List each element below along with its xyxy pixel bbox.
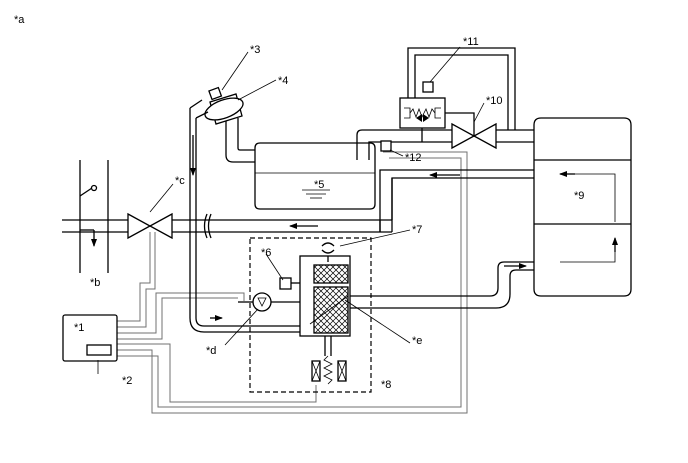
valve-10 xyxy=(451,116,497,150)
label-3: *3 xyxy=(250,44,260,56)
upper-return-pipe xyxy=(379,169,534,232)
label-1: *1 xyxy=(74,322,84,334)
label-8: *8 xyxy=(381,379,391,391)
top-pipe xyxy=(356,129,534,160)
label-11: *11 xyxy=(463,36,479,48)
return-pipe xyxy=(62,213,392,239)
label-12: *12 xyxy=(405,152,422,164)
label-4: *4 xyxy=(278,75,288,87)
label-d: *d xyxy=(206,345,216,357)
reservoir-tank xyxy=(254,142,376,210)
module-2 xyxy=(86,344,112,356)
label-7: *7 xyxy=(412,224,422,236)
separator-3-4 xyxy=(204,86,244,125)
label-2: *2 xyxy=(122,375,132,387)
sensor-6 xyxy=(279,277,292,290)
left-bus-lines xyxy=(79,160,109,273)
label-9: *9 xyxy=(574,190,584,202)
label-5: *5 xyxy=(314,179,324,191)
pump-d xyxy=(252,292,272,312)
valve-c xyxy=(127,212,173,240)
label-e: *e xyxy=(412,335,422,347)
label-6: *6 xyxy=(261,247,271,259)
label-10: *10 xyxy=(486,95,503,107)
switch-contact xyxy=(90,184,98,192)
compressor-internals xyxy=(238,242,351,385)
inlet-pipe xyxy=(225,110,255,163)
callout-labels: *a *b *c *d *e *1 *2 *3 *4 *5 *6 *7 *8 *… xyxy=(14,14,584,391)
wiring-lines xyxy=(117,151,468,414)
label-a: *a xyxy=(14,14,25,26)
outlet-pipe xyxy=(350,261,534,309)
label-c: *c xyxy=(175,175,185,187)
compressor-module-box xyxy=(249,237,372,393)
ecu-1 xyxy=(62,314,118,362)
left-vertical-pipe xyxy=(189,99,306,333)
sensor-12 xyxy=(380,140,392,152)
heat-exchanger-9 xyxy=(533,117,632,297)
valve-assembly-11 xyxy=(399,47,516,142)
label-b: *b xyxy=(90,277,100,289)
leader-lines xyxy=(97,46,485,374)
